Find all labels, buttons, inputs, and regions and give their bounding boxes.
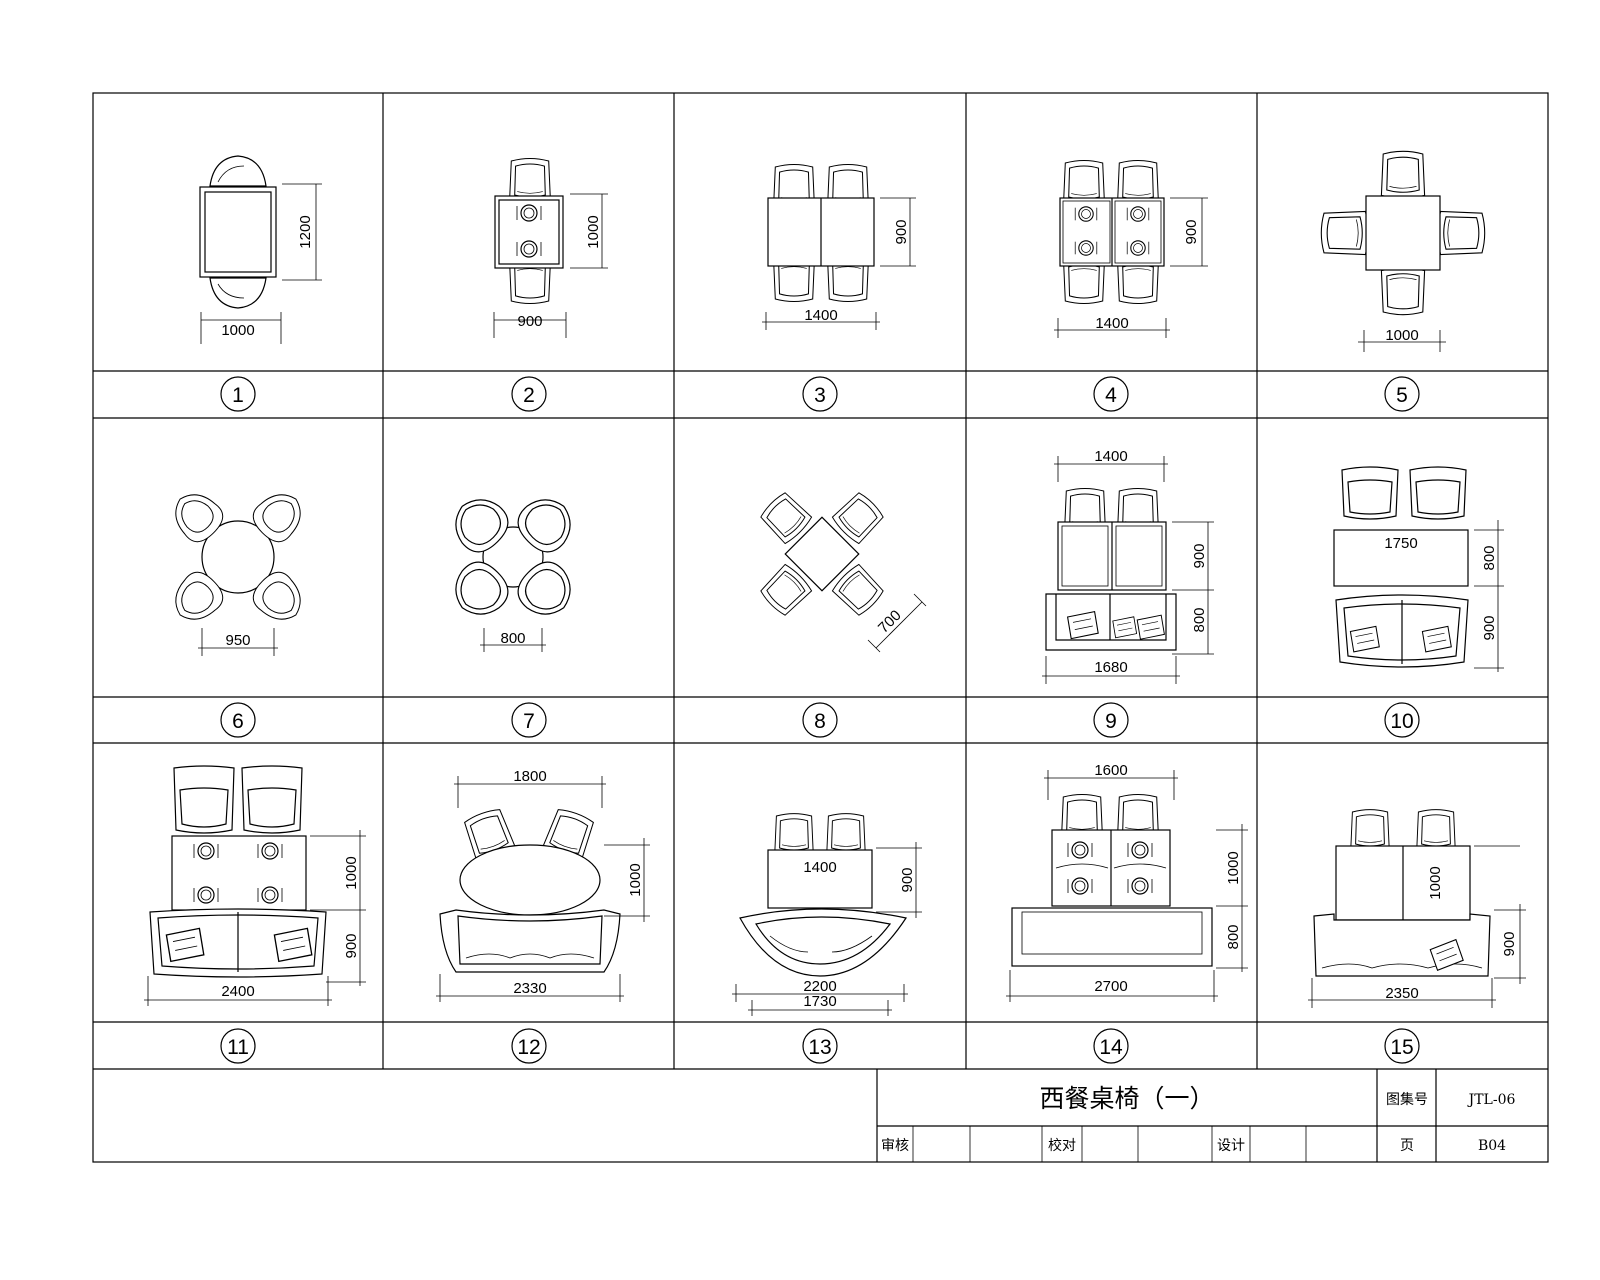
dimension-label: 900 xyxy=(517,313,542,330)
dimension-label: 900 xyxy=(893,219,910,244)
dimension-label: 1200 xyxy=(297,215,314,248)
table-plan-2: 900 1000 xyxy=(493,157,608,338)
dimension-label: 950 xyxy=(225,632,250,649)
dimension-label: 900 xyxy=(1191,543,1208,568)
table-plan-10: 1750 800 900 xyxy=(1333,466,1504,672)
table-plan-11: 1000 900 2400 xyxy=(144,765,366,1006)
dimension-label: 800 xyxy=(1191,607,1208,632)
dimension-label: 900 xyxy=(1501,931,1518,956)
check-label: 校对 xyxy=(1048,1137,1076,1154)
dimension-label: 800 xyxy=(500,630,525,647)
table-plan-1: 1000 1200 xyxy=(199,155,322,344)
cell-label: 11 xyxy=(220,1028,256,1064)
atlas-label: 图集号 xyxy=(1386,1091,1428,1108)
table-plan-14: 1600 1000 800 2700 xyxy=(1006,762,1248,1002)
cell-label: 2 xyxy=(511,376,547,412)
table-plan-9: 1400 900 800 1680 xyxy=(1042,448,1214,684)
dimension-label: 1000 xyxy=(1385,327,1418,344)
dimension-label: 2200 xyxy=(803,978,836,995)
dimension-label: 1000 xyxy=(585,215,602,248)
table-plan-13: 1400 900 2200 1730 xyxy=(732,813,922,1016)
cell-label: 9 xyxy=(1093,702,1129,738)
dimension-label: 800 xyxy=(1481,545,1498,570)
cell-label: 1 xyxy=(220,376,256,412)
dimension-label: 1000 xyxy=(1225,851,1242,884)
svg-text:3: 3 xyxy=(814,384,826,407)
cell-label: 3 xyxy=(802,376,838,412)
svg-text:1: 1 xyxy=(232,384,244,407)
svg-text:14: 14 xyxy=(1099,1036,1123,1059)
cell-label: 13 xyxy=(802,1028,838,1064)
svg-text:4: 4 xyxy=(1105,384,1117,407)
dimension-label: 900 xyxy=(899,867,916,892)
dimension-label: 1680 xyxy=(1094,659,1127,676)
design-label: 设计 xyxy=(1217,1138,1245,1154)
frame-grid xyxy=(92,92,1549,1163)
svg-text:8: 8 xyxy=(814,710,826,733)
dimension-label: 1000 xyxy=(221,322,254,339)
svg-text:9: 9 xyxy=(1105,710,1117,733)
atlas-number: JTL-06 xyxy=(1467,1092,1516,1108)
review-label: 审核 xyxy=(881,1138,909,1154)
table-plan-12: 1800 1000 2330 xyxy=(436,768,650,1002)
cell-label: 14 xyxy=(1093,1028,1129,1064)
dimension-label: 1800 xyxy=(513,768,546,785)
dimension-label: 900 xyxy=(1481,615,1498,640)
dimension-label: 2400 xyxy=(221,983,254,1000)
table-plan-5: 1000 xyxy=(1320,150,1486,352)
svg-text:10: 10 xyxy=(1390,710,1413,733)
cell-label: 10 xyxy=(1384,702,1420,738)
page-number: B04 xyxy=(1478,1138,1506,1154)
table-plan-15: 1000 900 2350 xyxy=(1308,809,1526,1008)
svg-text:13: 13 xyxy=(808,1036,831,1059)
dimension-label: 1000 xyxy=(343,856,360,889)
dimension-label: 1000 xyxy=(627,863,644,896)
page-title: 西餐桌椅（一） xyxy=(1039,1084,1214,1113)
dimension-label: 900 xyxy=(1183,219,1200,244)
table-plan-3: 1400 900 xyxy=(762,163,916,330)
cell-label: 12 xyxy=(511,1028,547,1064)
dimension-label: 800 xyxy=(1225,924,1242,949)
page-label: 页 xyxy=(1400,1138,1414,1154)
table-plan-6: 950 xyxy=(164,483,312,656)
table-plan-8: 700 xyxy=(757,489,927,653)
svg-text:2: 2 xyxy=(523,384,535,407)
dimension-label: 1400 xyxy=(1095,315,1128,332)
dimension-label: 1400 xyxy=(803,859,836,876)
dimension-label: 2700 xyxy=(1094,978,1127,995)
cell-label: 5 xyxy=(1384,376,1420,412)
dimension-label: 900 xyxy=(343,933,360,958)
dimension-label: 2350 xyxy=(1385,985,1418,1002)
svg-text:7: 7 xyxy=(523,710,535,733)
svg-text:12: 12 xyxy=(517,1036,540,1059)
cell-label: 4 xyxy=(1093,376,1129,412)
dimension-label: 1000 xyxy=(1427,866,1444,899)
svg-text:11: 11 xyxy=(227,1036,249,1059)
dimension-label: 1600 xyxy=(1094,762,1127,779)
dimension-label: 1730 xyxy=(803,993,836,1010)
dimension-label: 700 xyxy=(875,607,905,637)
cell-label: 7 xyxy=(511,702,547,738)
table-plan-7: 800 xyxy=(455,499,571,652)
svg-text:6: 6 xyxy=(232,710,244,733)
svg-text:5: 5 xyxy=(1396,384,1408,407)
cell-label: 15 xyxy=(1384,1028,1420,1064)
cell-label: 6 xyxy=(220,702,256,738)
dimension-label: 1400 xyxy=(804,307,837,324)
dimension-label: 1750 xyxy=(1384,535,1417,552)
svg-text:15: 15 xyxy=(1390,1036,1413,1059)
cell-label: 8 xyxy=(802,702,838,738)
dimension-label: 2330 xyxy=(513,980,546,997)
dimension-label: 1400 xyxy=(1094,448,1127,465)
table-plan-4: 1400 900 xyxy=(1054,159,1208,338)
title-block: 西餐桌椅（一） 图集号 JTL-06 审核 校对 设计 页 B04 xyxy=(876,1069,1548,1162)
